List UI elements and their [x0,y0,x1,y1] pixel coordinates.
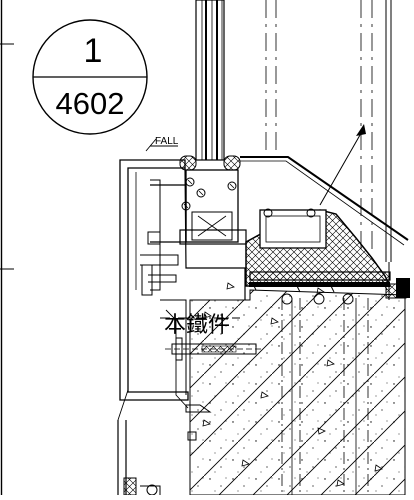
glazing-mullion [195,0,225,161]
leader-arrow [319,124,366,206]
right-end-detail [385,278,410,299]
fall-label: FALL [155,136,179,147]
sill-flashing [240,156,409,246]
embed-label: 本鐵件 [164,312,230,337]
anchor-bolt [165,337,262,361]
cladding-lines [265,0,392,300]
grout-bed [245,208,392,293]
detail-number: 1 [84,32,103,70]
window-frame [150,169,247,245]
sheet-number: 4602 [56,86,125,121]
detail-callout-bubble: 1 4602 [32,19,148,135]
embed-plate-callout: 本鐵件 [160,312,240,337]
sealant-beads [179,155,241,171]
fall-annotation: FALL [145,136,179,152]
